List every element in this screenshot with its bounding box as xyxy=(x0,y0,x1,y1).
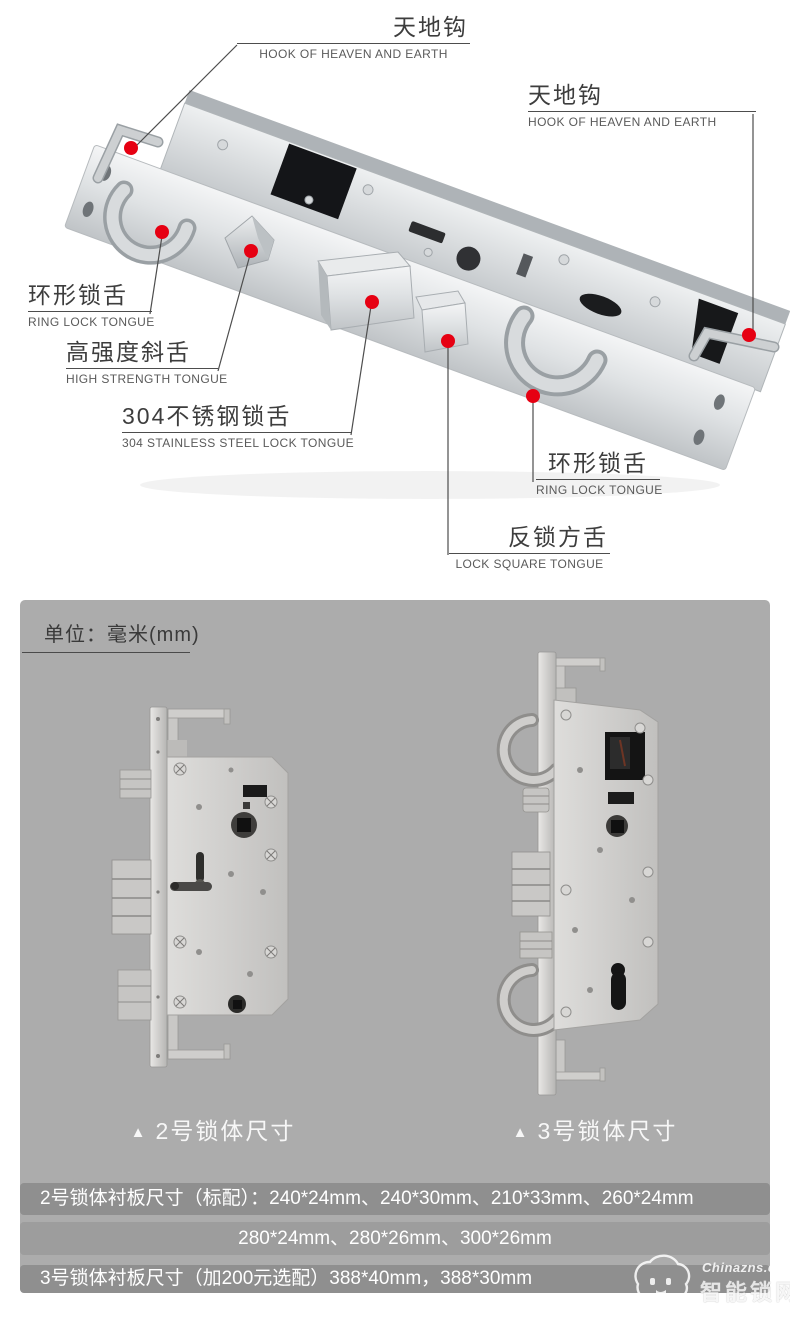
lock2-faceplate xyxy=(149,706,168,1068)
callout-stainless-zh: 304不锈钢锁舌 xyxy=(122,403,352,434)
callout-stainless-en: 304 STAINLESS STEEL LOCK TONGUE xyxy=(122,436,355,451)
lock-body-hero-section: 天地钩 HOOK OF HEAVEN AND EARTH 天地钩 HOOK OF… xyxy=(0,0,790,600)
lock3-plate-details xyxy=(560,709,654,1018)
lock3-tongue-blocks xyxy=(511,787,553,959)
spec-row-lock2-more: 280*24mm、280*26mm、300*26mm xyxy=(20,1222,770,1255)
callout-hook-left: 天地钩 HOOK OF HEAVEN AND EARTH xyxy=(237,14,470,61)
lock3-bottom-hook xyxy=(555,1039,606,1082)
callout-square: 反锁方舌 LOCK SQUARE TONGUE xyxy=(449,524,610,571)
callout-stainless: 304不锈钢锁舌 304 STAINLESS STEEL LOCK TONGUE xyxy=(122,403,355,451)
callout-ring-left: 环形锁舌 RING LOCK TONGUE xyxy=(28,282,155,330)
caption-lock3: ▲ 3号锁体尺寸 xyxy=(475,1112,715,1146)
callout-hook-right-zh: 天地钩 xyxy=(528,82,756,113)
lock3-top-hook xyxy=(553,657,606,707)
caption-lock2-text: 2号锁体尺寸 xyxy=(155,1118,296,1144)
callout-hook-right: 天地钩 HOOK OF HEAVEN AND EARTH xyxy=(528,82,756,129)
callout-square-en: LOCK SQUARE TONGUE xyxy=(455,557,604,572)
spec-row-lock3-optional: 3号锁体衬板尺寸（加200元选配）388*40mm，388*30mm xyxy=(20,1265,770,1293)
stainless-block-part xyxy=(317,251,415,331)
mortise-lock-photo xyxy=(64,89,790,499)
unit-underline xyxy=(22,652,190,653)
callout-ring-right-zh: 环形锁舌 xyxy=(536,450,660,481)
lock-body-2-photo xyxy=(111,706,289,1068)
lock2-tongue-blocks xyxy=(111,769,152,1021)
callout-hook-left-en: HOOK OF HEAVEN AND EARTH xyxy=(259,47,448,62)
triangle-up-icon: ▲ xyxy=(130,1124,146,1141)
callout-square-zh: 反锁方舌 xyxy=(449,524,610,555)
callout-ring-right: 环形锁舌 RING LOCK TONGUE xyxy=(536,450,663,498)
photo-shadow xyxy=(140,471,720,499)
ring-tongue-right-part xyxy=(504,305,608,397)
caption-lock2: ▲ 2号锁体尺寸 xyxy=(98,1112,328,1146)
watermark-name-text: 智能锁网 xyxy=(700,1280,790,1305)
spec-row-lock2-standard: 2号锁体衬板尺寸（标配）：240*24mm、240*30mm、210*33mm、… xyxy=(20,1183,770,1215)
square-deadbolt-part xyxy=(415,290,469,353)
callout-high-strength-zh: 高强度斜舌 xyxy=(66,339,218,370)
callout-hook-left-zh: 天地钩 xyxy=(237,14,470,45)
watermark-site-text: Chinazns.com xyxy=(702,1260,790,1275)
lock2-strip-holes xyxy=(156,717,160,1058)
ring-tongue-left-part xyxy=(103,180,197,265)
callout-hook-right-en: HOOK OF HEAVEN AND EARTH xyxy=(528,115,717,130)
lock2-plate-details xyxy=(170,762,278,1013)
site-watermark: Chinazns.com 智能锁网 xyxy=(620,1250,790,1330)
dimension-spec-panel: 单位：毫米(mm) xyxy=(20,600,790,1319)
lock3-ring-tongues xyxy=(496,713,563,1037)
lock-body-3-photo xyxy=(496,651,659,1096)
caption-lock3-text: 3号锁体尺寸 xyxy=(537,1118,678,1144)
callout-high-strength-en: HIGH STRENGTH TONGUE xyxy=(66,372,228,387)
lock3-plate xyxy=(553,699,659,1031)
callout-high-strength: 高强度斜舌 HIGH STRENGTH TONGUE xyxy=(66,339,228,387)
triangle-up-icon: ▲ xyxy=(512,1124,528,1141)
cloud-logo-icon xyxy=(634,1254,691,1319)
unit-label: 单位：毫米(mm) xyxy=(44,624,200,646)
hook-right-part xyxy=(688,326,780,362)
callout-ring-right-en: RING LOCK TONGUE xyxy=(536,483,663,498)
callout-ring-left-zh: 环形锁舌 xyxy=(28,282,152,313)
callout-ring-left-en: RING LOCK TONGUE xyxy=(28,315,155,330)
